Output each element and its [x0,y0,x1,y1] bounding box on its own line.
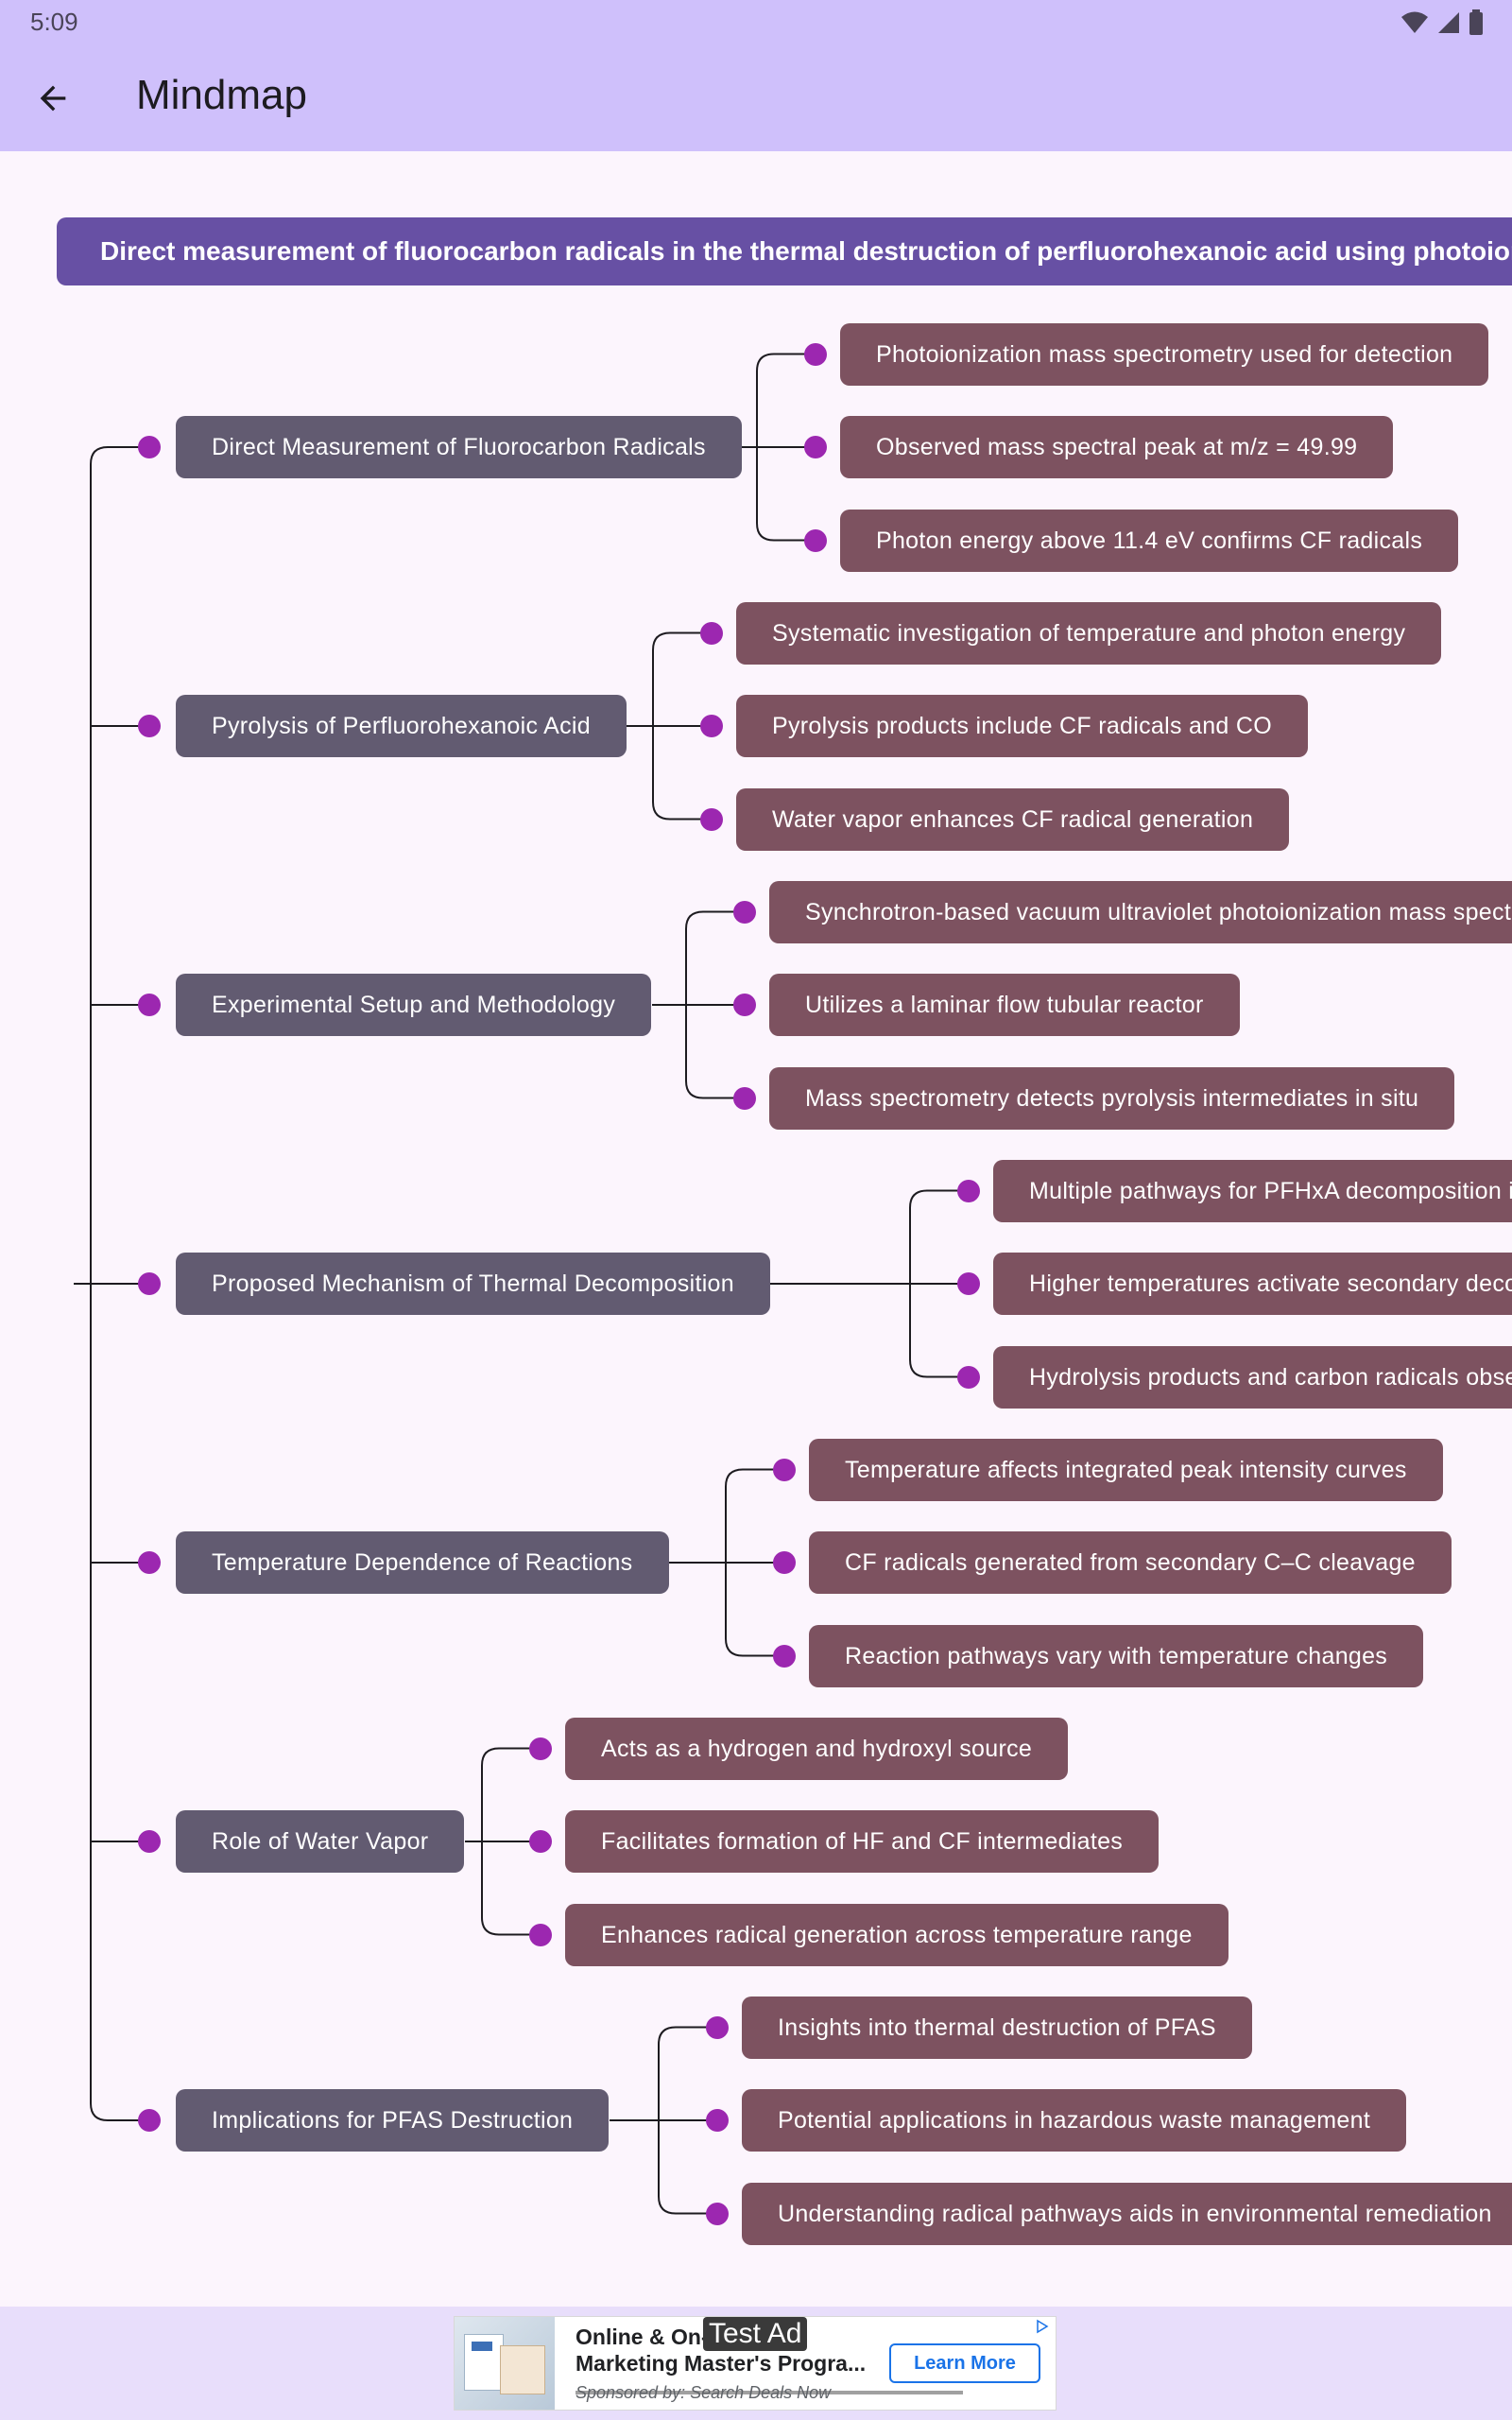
test-ad-label: Test Ad [703,2317,808,2351]
branch-node[interactable]: Temperature Dependence of Reactions [176,1531,669,1594]
leaf-node[interactable]: Potential applications in hazardous wast… [742,2089,1407,2152]
branch-node[interactable]: Pyrolysis of Perfluorohexanoic Acid [176,695,627,757]
branch-dot [138,994,161,1016]
ad-headline-line1: Online & On- [576,2325,709,2349]
battery-icon [1469,9,1483,35]
leaf-dot [804,436,827,458]
page-title: Mindmap [136,72,307,118]
leaf-dot [804,528,827,552]
leaf-dot [804,342,827,366]
leaf-dot [773,1458,796,1481]
leaf-dot [957,1272,980,1295]
mindmap-canvas[interactable]: Direct measurement of fluorocarbon radic… [0,151,1512,2307]
app-bar: Mindmap [0,45,1512,151]
wifi-icon [1401,11,1428,33]
leaf-dot [700,807,723,831]
leaf-node[interactable]: Enhances radical generation across tempe… [565,1903,1228,1966]
leaf-dot [733,900,756,924]
branch-node[interactable]: Role of Water Vapor [176,1810,465,1873]
leaf-node[interactable]: Acts as a hydrogen and hydroxyl source [565,1717,1069,1780]
leaf-node[interactable]: Insights into thermal destruction of PFA… [742,1996,1252,2059]
leaf-node[interactable]: Utilizes a laminar flow tubular reactor [769,974,1240,1036]
leaf-dot [706,2202,729,2225]
leaf-node[interactable]: Photoionization mass spectrometry used f… [840,322,1489,386]
branch-dot [138,715,161,737]
leaf-node[interactable]: Higher temperatures activate secondary d… [993,1253,1512,1315]
branch-node[interactable]: Direct Measurement of Fluorocarbon Radic… [176,416,742,478]
leaf-node[interactable]: Observed mass spectral peak at m/z = 49.… [840,416,1394,478]
branch-node[interactable]: Proposed Mechanism of Thermal Decomposit… [176,1253,770,1315]
branch-dot [138,1830,161,1853]
leaf-node[interactable]: Reaction pathways vary with temperature … [809,1624,1424,1687]
branch-node[interactable]: Experimental Setup and Methodology [176,974,652,1036]
leaf-dot [529,1737,552,1760]
ad-box[interactable]: Online & On- Marketing Master's Progra..… [454,2316,1057,2411]
adchoices-icon[interactable] [1035,2319,1050,2334]
leaf-dot [706,2015,729,2039]
leaf-node[interactable]: CF radicals generated from secondary C–C… [809,1531,1452,1594]
leaf-dot [957,1179,980,1202]
arrow-back-icon [40,85,66,112]
leaf-dot [706,2109,729,2132]
leaf-dot [700,715,723,737]
ad-headline-line2: Marketing Master's Progra... [576,2351,867,2376]
leaf-node[interactable]: Synchrotron-based vacuum ultraviolet pho… [769,880,1512,943]
back-button[interactable] [23,68,83,129]
root-node[interactable]: Direct measurement of fluorocarbon radic… [57,217,1512,285]
leaf-dot [733,994,756,1016]
branch-dot [138,2109,161,2132]
branch-dot [138,436,161,458]
branch-node[interactable]: Implications for PFAS Destruction [176,2089,610,2152]
leaf-node[interactable]: Multiple pathways for PFHxA decompositio… [993,1159,1512,1222]
leaf-dot [773,1551,796,1574]
status-time: 5:09 [30,8,78,36]
leaf-dot [529,1830,552,1853]
leaf-node[interactable]: Hydrolysis products and carbon radicals … [993,1345,1512,1409]
ad-divider [576,2391,963,2394]
learn-more-button[interactable]: Learn More [889,2343,1040,2383]
leaf-node[interactable]: Temperature affects integrated peak inte… [809,1438,1443,1501]
leaf-dot [700,621,723,645]
leaf-node[interactable]: Systematic investigation of temperature … [736,601,1442,665]
leaf-dot [733,1086,756,1110]
branch-dot [138,1551,161,1574]
ad-banner: Online & On- Marketing Master's Progra..… [0,2307,1512,2420]
ad-sponsor: Sponsored by: Search Deals Now [576,2383,832,2402]
leaf-node[interactable]: Photon energy above 11.4 eV confirms CF … [840,509,1459,572]
leaf-dot [957,1365,980,1389]
status-icons [1400,9,1484,36]
leaf-dot [773,1644,796,1668]
leaf-node[interactable]: Pyrolysis products include CF radicals a… [736,695,1308,757]
status-bar: 5:09 [0,0,1512,45]
leaf-node[interactable]: Mass spectrometry detects pyrolysis inte… [769,1066,1455,1130]
leaf-node[interactable]: Water vapor enhances CF radical generati… [736,787,1290,851]
leaf-dot [529,1923,552,1946]
branch-dot [138,1272,161,1295]
ad-image [455,2317,555,2410]
signal-icon [1438,12,1459,33]
leaf-node[interactable]: Understanding radical pathways aids in e… [742,2182,1512,2245]
leaf-node[interactable]: Facilitates formation of HF and CF inter… [565,1810,1160,1873]
